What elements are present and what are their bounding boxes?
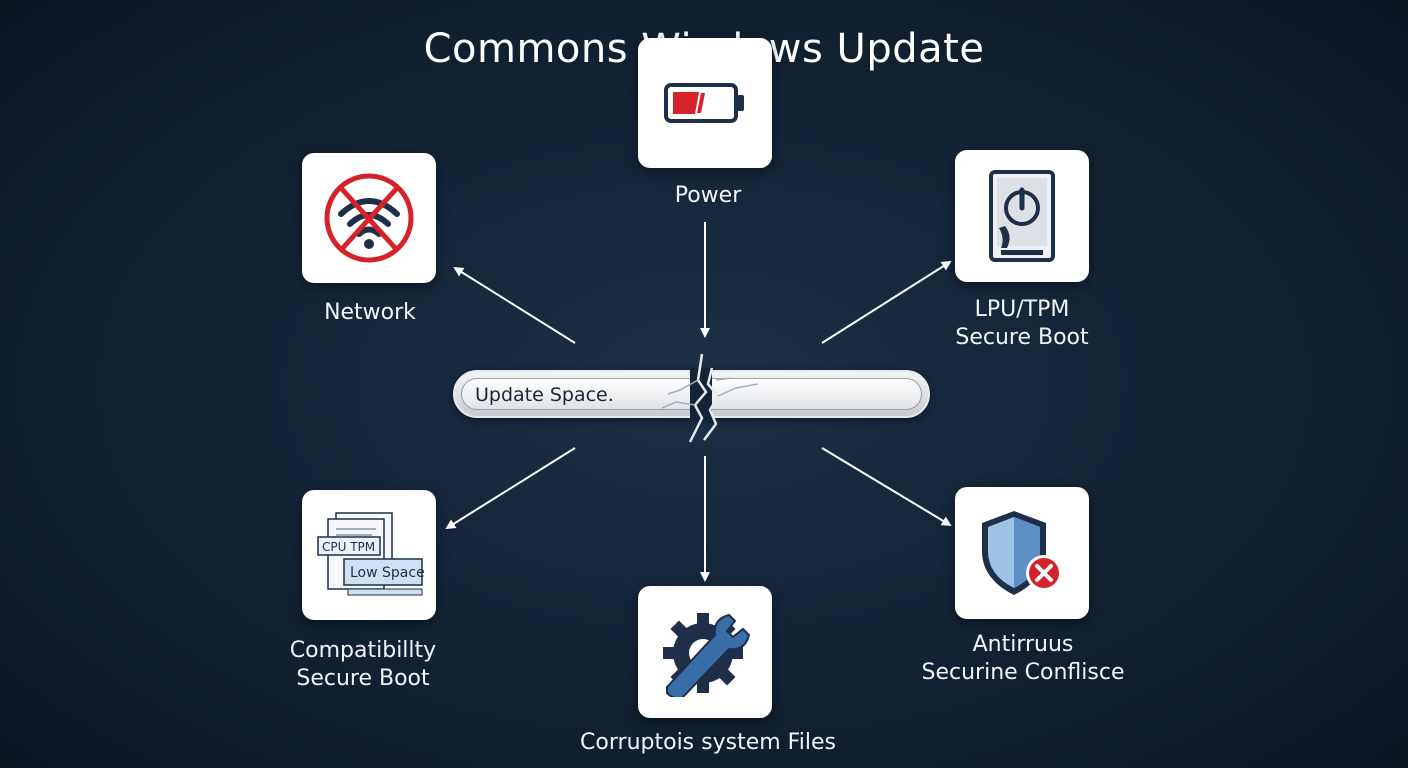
- tpm-label-line2: Secure Boot: [955, 325, 1089, 350]
- corrupt-label: Corruptois system Files: [580, 730, 836, 755]
- shield-error-icon: [982, 511, 1062, 595]
- doc-text-cpu: CPU TPM: [322, 540, 375, 554]
- documents-icon: CPU TPM Low Space: [317, 512, 424, 596]
- tpm-card: [955, 150, 1089, 282]
- crack-icon: [661, 353, 759, 443]
- arrow-to-compat: [445, 447, 576, 530]
- drive-power-icon: [989, 170, 1055, 262]
- power-card: [638, 38, 772, 168]
- antivirus-card: [955, 487, 1089, 619]
- arrow-to-tpm: [821, 260, 952, 344]
- compat-card: CPU TPM Low Space: [302, 490, 436, 620]
- network-label: Network: [324, 300, 416, 325]
- no-wifi-icon: [324, 173, 414, 263]
- compat-label: Compatibillty Secure Boot: [272, 637, 454, 693]
- compat-label-line1: Compatibillty: [289, 638, 437, 663]
- tpm-label-line1: LPU/TPM: [974, 297, 1070, 322]
- update-bar-label: Update Space.: [475, 384, 614, 406]
- power-label: Power: [674, 183, 742, 208]
- gear-wrench-icon: [663, 613, 751, 697]
- antivirus-label: Antirruus Securine Conflisce: [910, 631, 1136, 687]
- doc-text-space: Low Space: [350, 565, 424, 581]
- battery-low-icon: [664, 83, 744, 123]
- network-card: [302, 153, 436, 283]
- antivirus-label-line2: Securine Conflisce: [921, 660, 1125, 685]
- compat-label-line2: Secure Boot: [296, 666, 430, 691]
- corrupt-card: [638, 586, 772, 718]
- arrow-to-network: [453, 266, 576, 344]
- antivirus-label-line1: Antirruus: [972, 632, 1074, 657]
- tpm-label: LPU/TPM Secure Boot: [932, 296, 1112, 352]
- arrow-to-antivirus: [821, 447, 952, 527]
